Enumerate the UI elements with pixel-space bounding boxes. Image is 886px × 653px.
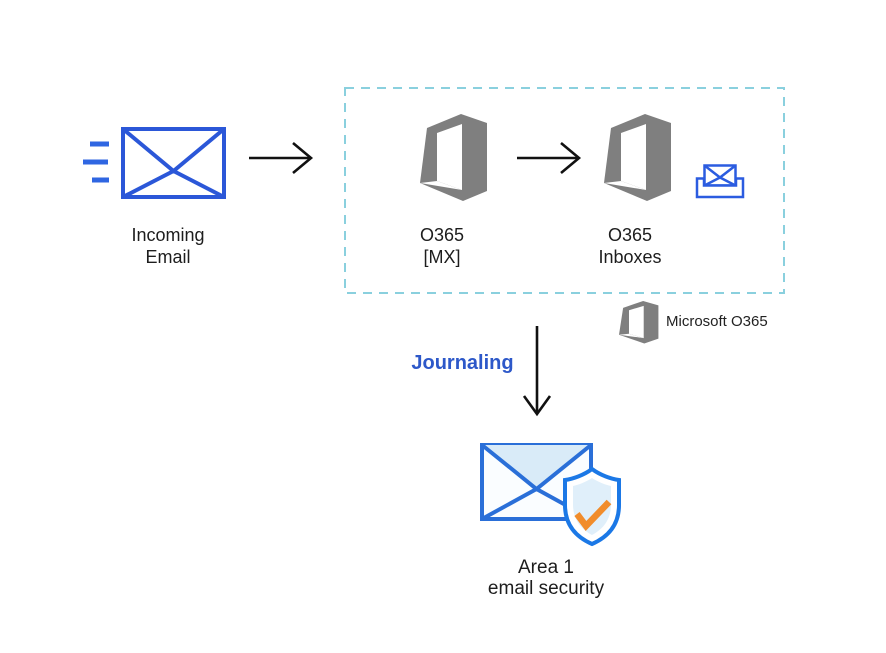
secure-email-icon [480,443,621,547]
legend-label: Microsoft O365 [666,313,768,330]
o365-inboxes-label: O365 Inboxes [598,225,662,267]
shield-check-icon [563,466,621,547]
inbox-icon [695,164,745,199]
office-logo-icon-mx [419,112,489,202]
checkmark-icon [574,499,612,532]
flow-arrow-right-1 [249,142,314,174]
envelope-icon [121,127,226,199]
office-logo-icon-small [619,300,659,344]
o365-mx-label: O365 [MX] [419,225,465,267]
o365-boundary-box [344,87,785,294]
journaling-label: Journaling [411,352,514,374]
flow-arrow-down [522,326,552,417]
flow-arrow-right-2 [517,142,582,174]
incoming-email-label: Incoming Email [131,225,205,267]
office-logo-icon-inboxes [603,112,673,202]
motion-lines-icon [83,141,109,183]
area1-label: Area 1 email security [487,557,605,599]
incoming-email-icon [83,127,226,199]
